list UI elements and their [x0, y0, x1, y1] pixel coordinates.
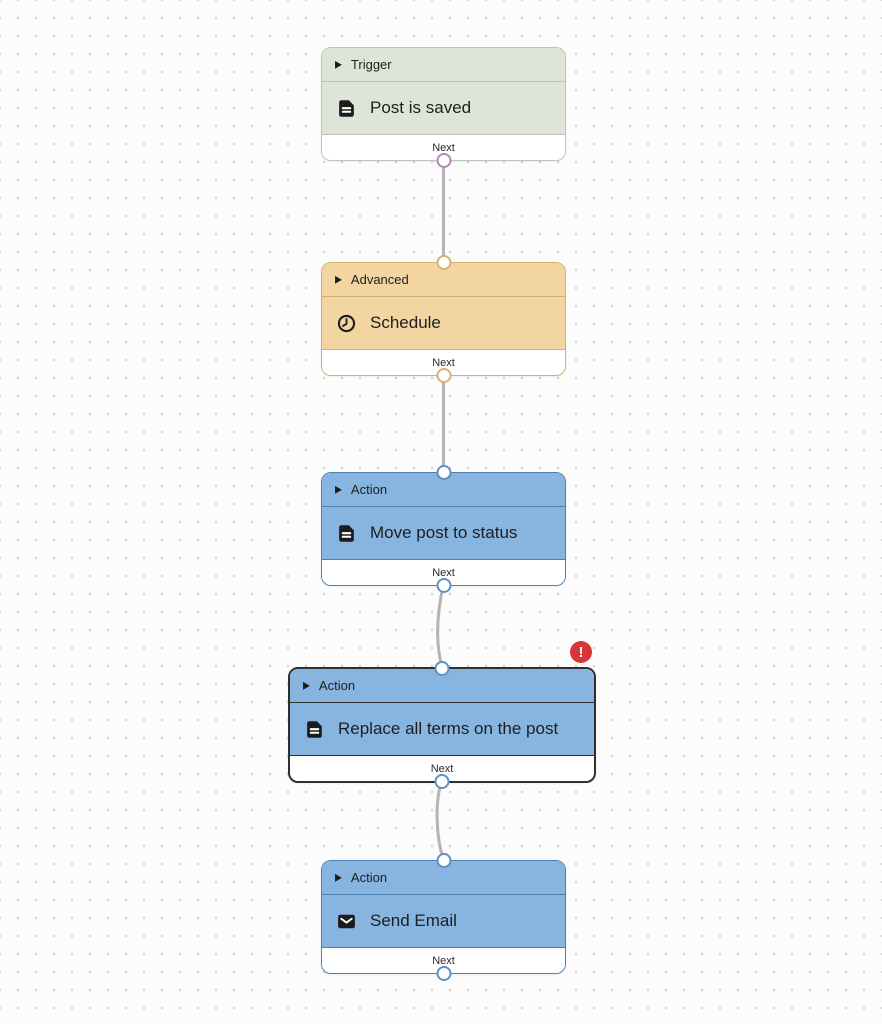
email-icon — [336, 911, 357, 932]
collapse-toggle-icon[interactable]: ▶ — [335, 871, 342, 883]
post-document-icon — [336, 98, 357, 119]
collapse-toggle-icon[interactable]: ▶ — [335, 58, 342, 70]
next-label: Next — [430, 762, 454, 775]
error-badge: ! — [570, 641, 592, 663]
next-label: Next — [432, 141, 455, 154]
collapse-toggle-icon[interactable]: ▶ — [335, 483, 342, 495]
input-port[interactable] — [434, 661, 450, 676]
collapse-toggle-icon[interactable]: ▶ — [335, 273, 342, 285]
node-body: Schedule — [322, 297, 565, 350]
next-label: Next — [432, 566, 455, 579]
output-port[interactable] — [436, 966, 451, 981]
post-document-icon — [336, 523, 357, 544]
node-title: Move post to status — [370, 523, 518, 542]
clock-icon — [336, 313, 357, 334]
workflow-node-advanced-schedule[interactable]: ▶ Advanced Schedule Next — [321, 255, 566, 383]
post-document-icon — [304, 719, 325, 740]
output-port[interactable] — [436, 578, 451, 593]
input-port[interactable] — [436, 255, 451, 270]
node-header[interactable]: ▶ Trigger — [322, 48, 565, 82]
node-category-label: Action — [350, 870, 388, 885]
output-port[interactable] — [436, 153, 451, 168]
wire-action2-to-action3 — [435, 777, 445, 862]
node-body: Send Email — [322, 895, 565, 948]
next-label: Next — [432, 954, 455, 967]
node-body: Replace all terms on the post — [290, 703, 594, 756]
node-footer: Next — [322, 948, 565, 973]
collapse-toggle-icon[interactable]: ▶ — [303, 679, 310, 691]
node-title: Replace all terms on the post — [338, 719, 559, 738]
output-port[interactable] — [434, 774, 450, 789]
workflow-node-action-replace-all-terms[interactable]: ! ▶ Action Replace all terms on the post… — [288, 641, 596, 789]
node-category-label: Trigger — [350, 57, 392, 72]
workflow-node-action-send-email[interactable]: ▶ Action Send Email Next — [321, 853, 566, 981]
node-title: Schedule — [370, 313, 441, 332]
node-body: Post is saved — [322, 82, 565, 135]
input-port[interactable] — [436, 465, 451, 480]
node-category-label: Advanced — [350, 272, 409, 287]
node-category-label: Action — [318, 678, 356, 693]
node-title: Send Email — [370, 911, 457, 930]
node-category-label: Action — [350, 482, 388, 497]
workflow-node-action-move-post-to-status[interactable]: ▶ Action Move post to status Next — [321, 465, 566, 593]
input-port[interactable] — [436, 853, 451, 868]
node-title: Post is saved — [370, 98, 472, 117]
next-label: Next — [432, 356, 455, 369]
wire-action1-to-action2 — [436, 582, 445, 669]
output-port[interactable] — [436, 368, 451, 383]
workflow-node-trigger-post-is-saved[interactable]: ▶ Trigger Post is saved Next — [321, 47, 566, 168]
node-body: Move post to status — [322, 507, 565, 560]
